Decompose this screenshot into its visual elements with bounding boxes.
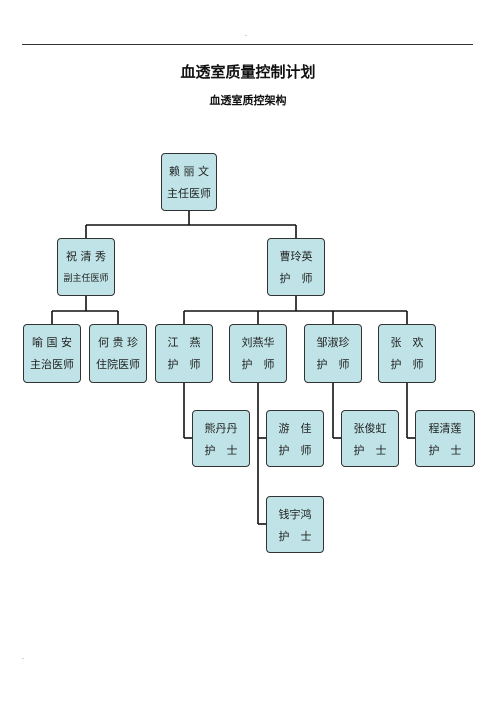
org-node-nurse-3: 邹淑珍 护 师 — [304, 324, 362, 383]
node-role: 护 士 — [353, 444, 387, 457]
header-mark: . — [245, 31, 247, 38]
node-name: 邹淑珍 — [316, 336, 350, 349]
footer-mark: . — [22, 654, 24, 661]
node-role: 住院医师 — [96, 358, 140, 371]
node-name: 曹玲英 — [279, 250, 313, 263]
node-name: 刘燕华 — [241, 336, 275, 349]
node-role: 护 师 — [279, 272, 313, 285]
node-role: 护 师 — [241, 358, 275, 371]
node-name: 赖 丽 文 — [169, 165, 209, 178]
node-name: 何 贵 珍 — [98, 336, 138, 349]
node-role: 护 师 — [278, 444, 312, 457]
node-role: 护 师 — [167, 358, 201, 371]
org-node-sub-nurse-4: 张俊虹 护 士 — [341, 410, 399, 467]
node-role: 主任医师 — [167, 187, 211, 200]
org-node-sub-nurse-5: 程清莲 护 士 — [415, 410, 475, 467]
node-name: 程清莲 — [428, 422, 462, 435]
node-role: 护 士 — [204, 444, 238, 457]
node-name: 张俊虹 — [353, 422, 387, 435]
node-role: 副主任医师 — [63, 274, 109, 284]
node-name: 钱宇鸿 — [278, 508, 312, 521]
node-name: 祝 清 秀 — [66, 250, 106, 263]
org-node-nurse-1: 江 燕 护 师 — [155, 324, 213, 383]
node-role: 主治医师 — [30, 358, 74, 371]
header-rule — [22, 44, 473, 45]
org-node-head-nurse: 曹玲英 护 师 — [267, 238, 325, 296]
node-name: 喻 国 安 — [32, 336, 72, 349]
node-role: 护 师 — [316, 358, 350, 371]
node-name: 张 欢 — [390, 336, 424, 349]
org-node-sub-nurse-2: 游 佳 护 师 — [266, 410, 324, 467]
node-name: 江 燕 — [167, 336, 201, 349]
org-node-nurse-2: 刘燕华 护 师 — [229, 324, 287, 383]
node-name: 游 佳 — [278, 422, 312, 435]
page-subtitle: 血透室质控架构 — [209, 94, 287, 107]
org-node-doctor-1: 喻 国 安 主治医师 — [23, 324, 81, 383]
org-node-deputy-director: 祝 清 秀 副主任医师 — [57, 238, 115, 296]
org-node-sub-nurse-1: 熊丹丹 护 士 — [192, 410, 250, 467]
node-role: 护 士 — [428, 444, 462, 457]
org-node-doctor-2: 何 贵 珍 住院医师 — [89, 324, 147, 383]
page-title: 血透室质量控制计划 — [180, 63, 316, 81]
org-node-sub-nurse-3: 钱宇鸿 护 士 — [266, 496, 324, 553]
node-name: 熊丹丹 — [204, 422, 238, 435]
node-role: 护 士 — [278, 530, 312, 543]
org-node-nurse-4: 张 欢 护 师 — [378, 324, 436, 383]
node-role: 护 师 — [390, 358, 424, 371]
org-node-director: 赖 丽 文 主任医师 — [161, 153, 217, 211]
